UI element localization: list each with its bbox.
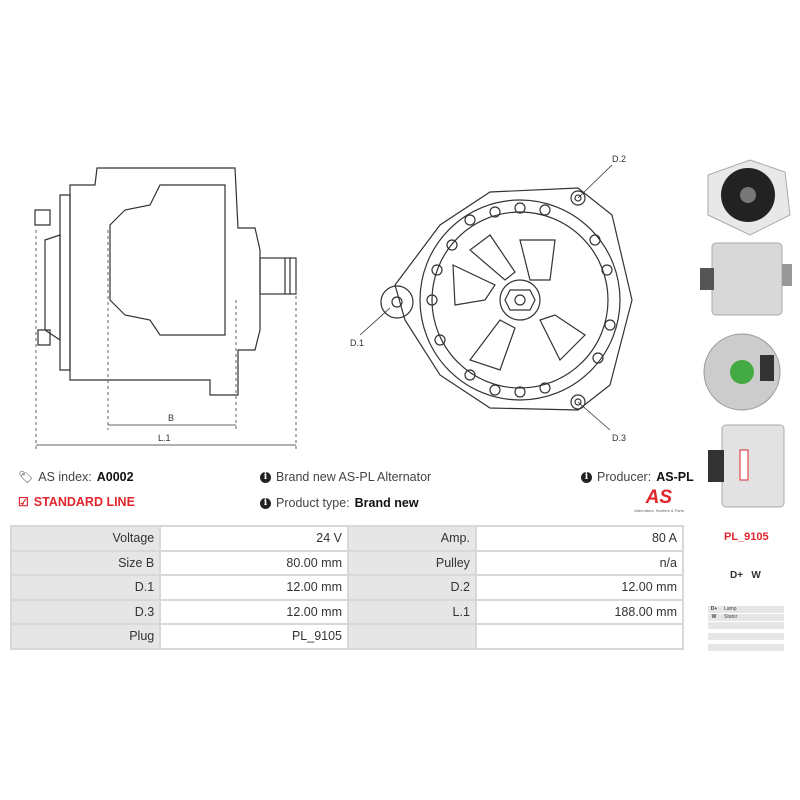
plug-pin-row [708,622,784,629]
spec-label: D.1 [9,574,162,601]
spec-value: 12.00 mm [159,574,350,601]
producer-value: AS-PL [656,470,694,484]
logo-tagline: Alternators, Starters & Parts [634,508,684,513]
photo-rear [703,333,781,411]
d3-label: D.3 [612,433,627,443]
plug-pin-row: D+ Lamp [708,606,784,613]
dim-b-label: B [168,413,175,423]
checkbox-icon: ☑ [18,495,29,509]
as-pl-logo: AS Alternators, Starters & Parts [618,487,684,514]
spec-label: Amp. [347,525,477,552]
plug-terminals: D+ W [730,570,761,581]
product-photos [700,159,792,508]
description-text: Brand new AS-PL Alternator [276,470,432,484]
spec-label: D.2 [347,574,477,601]
front-view-drawing [359,164,633,431]
product-type-value: Brand new [354,496,419,510]
spec-value [474,623,685,650]
plug-name: PL_9105 [724,531,769,543]
standard-line-badge: ☑ STANDARD LINE [18,495,135,509]
pin-function: Stator [724,614,738,620]
photo-front [707,159,791,236]
logo-text: AS [645,487,672,508]
producer-label: Producer: [597,470,652,484]
info-icon: i [260,497,271,509]
plug-pin-row: W Stator [708,614,784,621]
producer: i Producer: AS-PL [581,470,694,484]
spec-value: 12.00 mm [474,574,685,601]
spec-label [347,623,477,650]
pin-name: W [711,614,717,620]
pin-name: D+ [710,606,718,612]
spec-label: Pulley [347,549,477,576]
tags-icon: 🏷 [18,470,34,484]
side-view-drawing [34,167,297,450]
spec-value: 80.00 mm [159,549,350,576]
spec-label: Size B [9,549,162,576]
description: i Brand new AS-PL Alternator [260,470,431,484]
plug-pin-row [708,644,784,651]
product-type-label: Product type: [276,496,350,510]
spec-value: 80 A [474,525,685,552]
spec-label: D.3 [9,598,162,625]
pin-function: Lamp [724,606,737,612]
spec-value: 12.00 mm [159,598,350,625]
plug-pin-row [708,633,784,640]
standard-line-label: STANDARD LINE [33,495,135,509]
dim-l1-label: L.1 [158,433,171,443]
photo-side-2 [708,424,785,508]
spec-label: Voltage [9,525,162,552]
info-icon: i [581,471,592,483]
as-index: 🏷 AS index: A0002 [18,470,134,484]
spec-value: n/a [474,549,685,576]
product-type: i Product type: Brand new [260,496,419,510]
d2-label: D.2 [612,154,627,164]
photo-side [700,242,792,316]
spec-label: Plug [9,623,162,650]
spec-value: PL_9105 [159,623,350,650]
as-index-label: AS index: [38,470,92,484]
info-icon: i [260,471,271,483]
as-index-value: A0002 [96,470,134,484]
spec-label: L.1 [347,598,477,625]
spec-value: 188.00 mm [474,598,685,625]
d1-label: D.1 [350,338,365,348]
spec-value: 24 V [159,525,350,552]
